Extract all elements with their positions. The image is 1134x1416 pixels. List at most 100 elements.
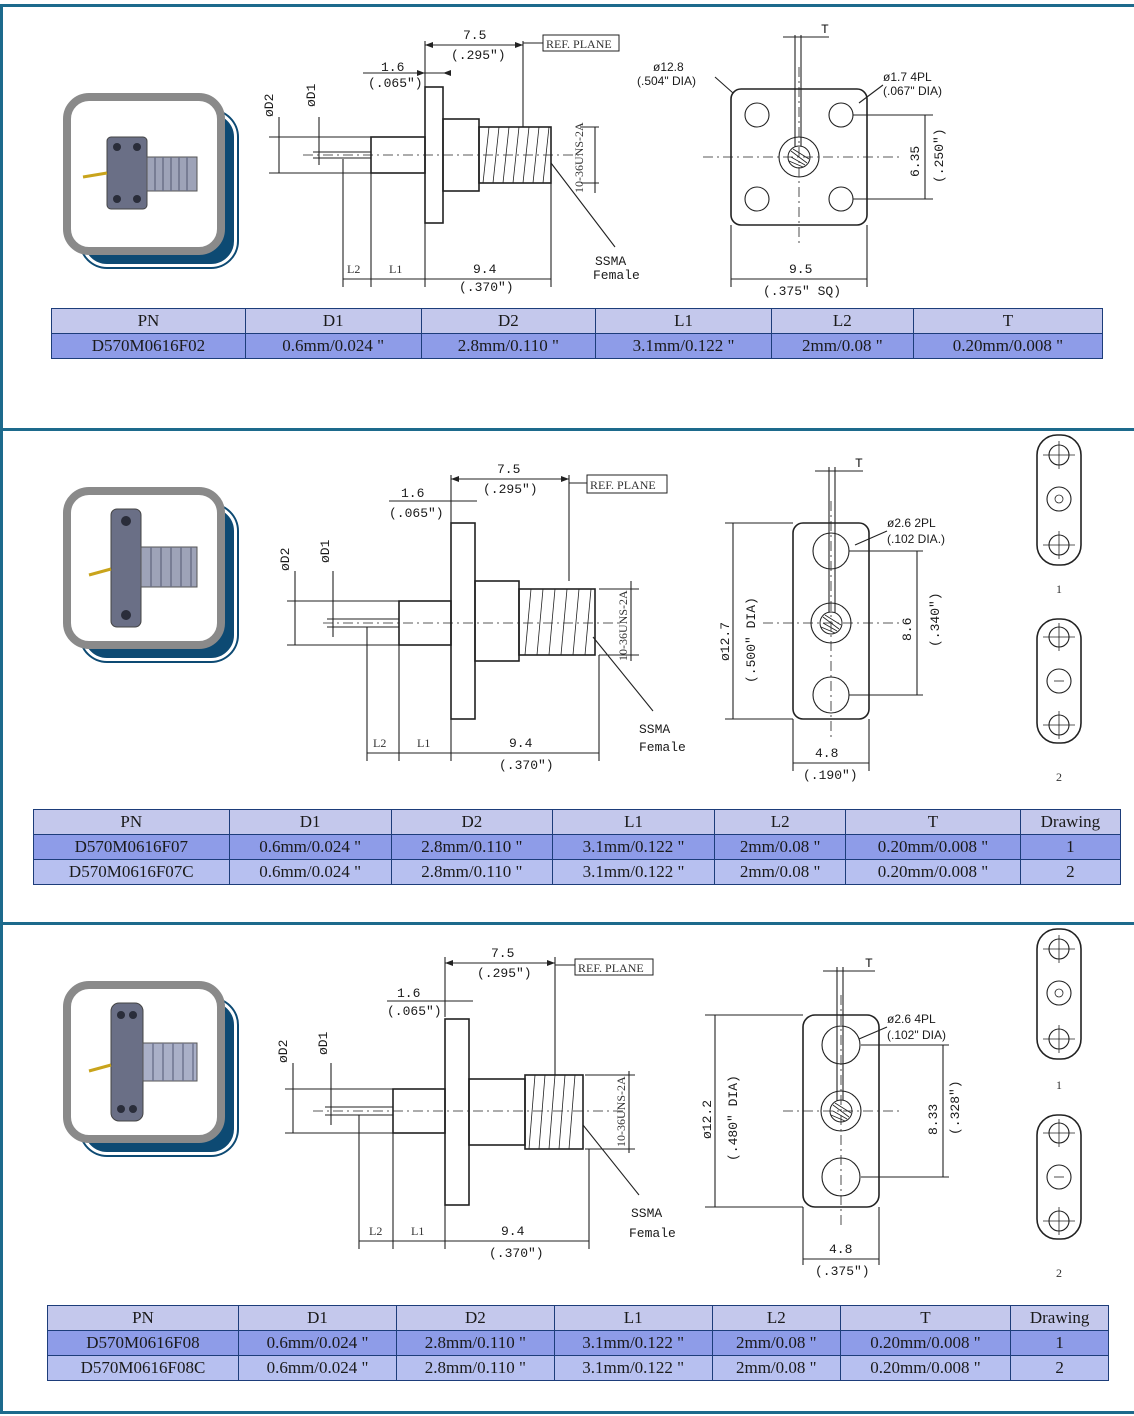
header-cell: D2 <box>396 1305 555 1331</box>
cell-drawing: 1 <box>1019 834 1122 860</box>
product-section-2: 7.5 (.295") REF. PLANE 1.6 (.065") øD2 <box>0 428 1134 924</box>
cell-l2: 2mm/0.08 " <box>770 333 914 359</box>
dim-065: (.065") <box>387 1004 442 1019</box>
dim-190: (.190") <box>803 768 858 783</box>
cell-d2: 2.8mm/0.110 " <box>390 859 553 885</box>
technical-drawing-2: 7.5 (.295") REF. PLANE 1.6 (.065") øD2 <box>278 434 1082 784</box>
spec-table-3: PN D1 D2 L1 L2 T Drawing D570M0616F08 0.… <box>47 1305 1109 1381</box>
hole-spec-inch: (.102 DIA.) <box>887 532 945 546</box>
header-cell: L2 <box>770 308 914 334</box>
front-view-2: T ø2.6 2PL (.102 DIA.) ø12.7 (.500" DIA)… <box>718 456 945 783</box>
side-view-2: 7.5 (.295") REF. PLANE 1.6 (.065") øD2 <box>278 462 686 773</box>
connector-gender: Female <box>629 1226 676 1241</box>
dim-9-4: 9.4 <box>501 1224 525 1239</box>
dim-8-6: 8.6 <box>900 618 915 641</box>
cell-d2: 2.8mm/0.110 " <box>396 1330 555 1356</box>
header-cell: D2 <box>420 308 597 334</box>
hole-spec: ø2.6 2PL <box>887 516 936 530</box>
cell-l2: 2mm/0.08 " <box>714 859 847 885</box>
dim-9-4: 9.4 <box>509 736 533 751</box>
dim-250: (.250") <box>932 128 947 183</box>
connector-type: SSMA <box>639 722 670 737</box>
cell-pn: D570M0616F07C <box>33 859 230 885</box>
variant-label-2: 2 <box>1056 1266 1062 1280</box>
dim-1-6: 1.6 <box>381 60 404 75</box>
variant-label-1: 1 <box>1056 582 1062 596</box>
cell-drawing: 1 <box>1010 1330 1109 1356</box>
header-cell: T <box>839 1305 1012 1331</box>
dim-4-8: 4.8 <box>829 1242 852 1257</box>
dim-295: (.295") <box>483 482 538 497</box>
technical-drawing-3: 7.5 (.295") REF. PLANE 1.6 (.065") øD2 <box>276 928 1082 1280</box>
dim-l1: L1 <box>417 736 430 750</box>
dim-500: (.500" DIA) <box>744 597 759 683</box>
spec-table-1: PN D1 D2 L1 L2 T D570M0616F02 0.6mm/0.02… <box>51 308 1104 359</box>
side-view-1: 7.5 (.295") REF. PLANE 1.6 (.065") <box>262 28 640 295</box>
cell-t: 0.20mm/0.008 " <box>845 859 1021 885</box>
product-section-1: 7.5 (.295") REF. PLANE 1.6 (.065") <box>0 4 1134 430</box>
cell-l1: 3.1mm/0.122 " <box>553 1330 713 1356</box>
dim-295: (.295") <box>451 48 506 63</box>
dim-1-6: 1.6 <box>401 486 424 501</box>
cell-t: 0.20mm/0.008 " <box>839 1330 1012 1356</box>
dim-d1: øD1 <box>304 83 319 107</box>
dim-d1: øD1 <box>316 1031 331 1055</box>
header-cell: Drawing <box>1019 809 1122 835</box>
table-row: D570M0616F07C 0.6mm/0.024 " 2.8mm/0.110 … <box>33 859 1122 885</box>
dim-l2: L2 <box>373 736 386 750</box>
variant-label-2: 2 <box>1056 770 1062 784</box>
dim-504: (.504" DIA) <box>637 74 696 88</box>
dim-4-8: 4.8 <box>815 746 838 761</box>
cell-d1: 0.6mm/0.024 " <box>228 859 392 885</box>
thread-spec: 10-36UNS-2A <box>616 590 630 661</box>
cell-t: 0.20mm/0.008 " <box>839 1355 1012 1381</box>
header-cell: T <box>845 809 1021 835</box>
thread-spec: 10-36UNS-2A <box>614 1076 628 1147</box>
dim-7-5: 7.5 <box>497 462 520 477</box>
dim-d2: øD2 <box>278 548 293 571</box>
product-photo-2-hole-flange <box>63 487 237 661</box>
cell-l1: 3.1mm/0.122 " <box>551 834 716 860</box>
cell-l1: 3.1mm/0.122 " <box>551 859 716 885</box>
variant-drawing-2: 2 <box>1036 1114 1082 1280</box>
header-cell: L2 <box>711 1305 841 1331</box>
cell-l2: 2mm/0.08 " <box>714 834 847 860</box>
cell-d1: 0.6mm/0.024 " <box>237 1355 398 1381</box>
variant-drawing-1: 1 <box>1036 434 1082 596</box>
dim-065: (.065") <box>389 506 444 521</box>
dim-8-33: 8.33 <box>926 1104 941 1135</box>
dim-065: (.065") <box>368 76 423 91</box>
cell-l2: 2mm/0.08 " <box>711 1355 841 1381</box>
dim-t: T <box>821 22 829 37</box>
header-cell: Drawing <box>1010 1305 1109 1331</box>
dim-480: (.480" DIA) <box>726 1075 741 1161</box>
dim-370: (.370") <box>499 758 554 773</box>
hole-spec: ø1.7 4PL <box>883 70 932 84</box>
product-photo-4-hole-flange <box>63 981 237 1155</box>
cell-pn: D570M0616F02 <box>51 333 246 359</box>
dim-7-5: 7.5 <box>491 946 514 961</box>
table-header-row: PN D1 D2 L1 L2 T Drawing <box>47 1305 1109 1331</box>
dim-t: T <box>855 456 863 471</box>
cell-pn: D570M0616F08 <box>47 1330 239 1356</box>
cell-t: 0.20mm/0.008 " <box>845 834 1021 860</box>
dim-340: (.340") <box>928 592 943 647</box>
cell-drawing: 2 <box>1010 1355 1109 1381</box>
cell-d2: 2.8mm/0.110 " <box>420 333 597 359</box>
front-view-1: T ø12.8 (.504" DIA) ø1.7 4PL (.067" DIA)… <box>637 22 947 299</box>
cell-d2: 2.8mm/0.110 " <box>396 1355 555 1381</box>
header-cell: D2 <box>390 809 553 835</box>
dim-l1: L1 <box>389 262 402 276</box>
variant-drawing-1: 1 <box>1036 928 1082 1092</box>
cell-l1: 3.1mm/0.122 " <box>595 333 772 359</box>
dim-9-5: 9.5 <box>789 262 812 277</box>
connector-gender: Female <box>639 740 686 755</box>
cell-drawing: 2 <box>1019 859 1122 885</box>
dim-l1: L1 <box>411 1224 424 1238</box>
connector-type: SSMA <box>631 1206 662 1221</box>
dim-375-sq: (.375" SQ) <box>763 284 841 299</box>
cell-d1: 0.6mm/0.024 " <box>244 333 422 359</box>
ref-plane-label: REF. PLANE <box>578 961 644 975</box>
cell-d2: 2.8mm/0.110 " <box>390 834 553 860</box>
table-row: D570M0616F08 0.6mm/0.024 " 2.8mm/0.110 "… <box>47 1330 1109 1356</box>
